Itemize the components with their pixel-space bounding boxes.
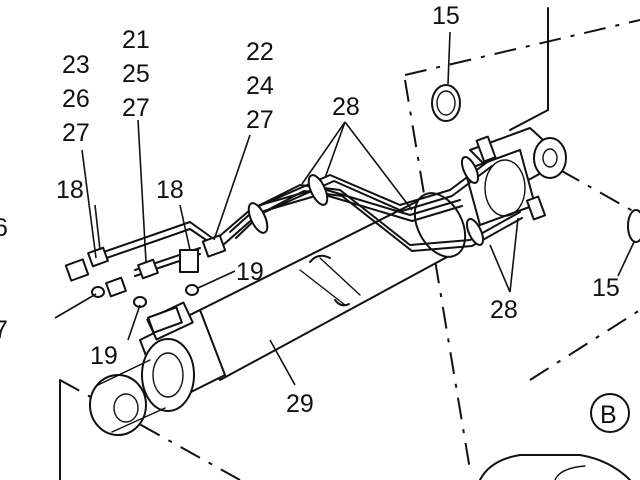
callout-27-right: 27 (246, 106, 274, 134)
callout-19-bottom: 19 (90, 342, 118, 370)
callout-6-partial: 6 (0, 214, 8, 242)
view-marker-b-label: B (600, 401, 617, 429)
callout-29: 29 (286, 390, 314, 418)
callout-25: 25 (122, 60, 150, 88)
callout-24: 24 (246, 72, 274, 100)
callout-28-top: 28 (332, 93, 360, 121)
callout-18-mid: 18 (156, 176, 184, 204)
view-marker-b (590, 393, 630, 433)
callout-21: 21 (122, 26, 150, 54)
cylinder-barrel (179, 192, 467, 381)
callout-22: 22 (246, 38, 274, 66)
o-ring-15-top (431, 31, 461, 122)
callout-23: 23 (62, 51, 90, 79)
callout-26: 26 (62, 85, 90, 113)
callout-leaders (54, 119, 519, 386)
callout-27-left: 27 (62, 119, 90, 147)
callout-27-mid: 27 (122, 94, 150, 122)
o-ring-15-right (617, 209, 640, 277)
callout-15-right: 15 (592, 274, 620, 302)
callout-19-right: 19 (236, 258, 264, 286)
tube-clamps (247, 156, 485, 246)
callout-18-left: 18 (56, 176, 84, 204)
rod-end-clevis (464, 127, 567, 226)
callout-15-top: 15 (432, 2, 460, 30)
support-bracket-partial (479, 454, 631, 480)
callout-28-bottom: 28 (490, 296, 518, 324)
hoses-and-fittings (64, 221, 227, 334)
callout-7-partial: 7 (0, 316, 8, 344)
